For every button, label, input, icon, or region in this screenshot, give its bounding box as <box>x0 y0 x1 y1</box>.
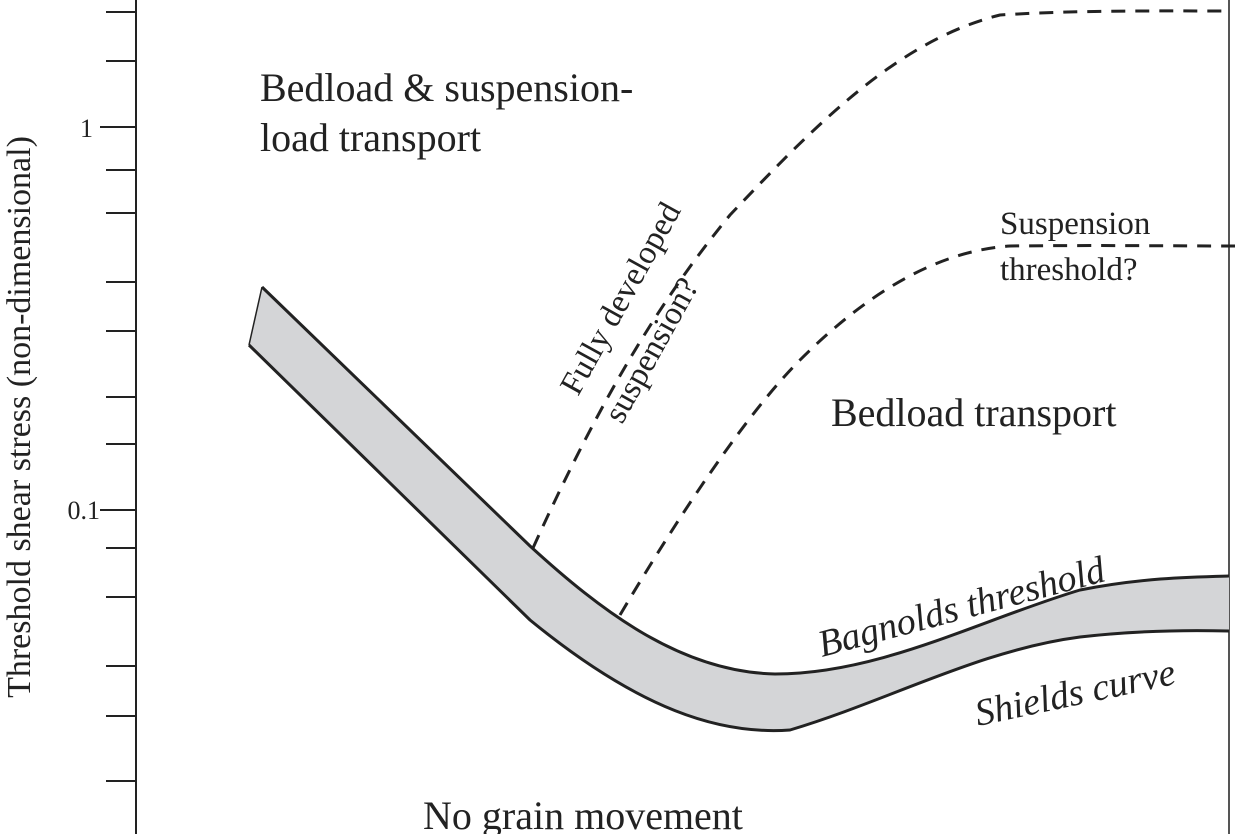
suspension-threshold-label-line1: Suspension <box>1000 206 1150 242</box>
threshold-band <box>249 287 1229 731</box>
bagnold-threshold-curve <box>260 285 1230 676</box>
y-axis <box>100 0 137 834</box>
y-axis-title: Threshold shear stress (non-dimensional) <box>1 136 38 698</box>
region-no-grain-movement: No grain movement <box>423 793 743 834</box>
suspension-threshold-curve <box>618 244 1236 616</box>
suspension-threshold-label-line2: threshold? <box>1000 252 1137 288</box>
band-left-cap <box>248 286 263 346</box>
region-bedload-suspension-line1: Bedload & suspension- <box>260 65 633 110</box>
y-tick-label-1: 1 <box>80 114 93 143</box>
fully-developed-suspension-curve <box>531 9 1230 549</box>
region-bedload-transport: Bedload transport <box>831 390 1117 435</box>
shields-curve-label: Shields curve <box>971 651 1179 734</box>
region-bedload-suspension-line2: load transport <box>260 115 481 160</box>
y-tick-label-0-1: 0.1 <box>68 496 101 525</box>
shields-curve <box>247 343 1230 733</box>
